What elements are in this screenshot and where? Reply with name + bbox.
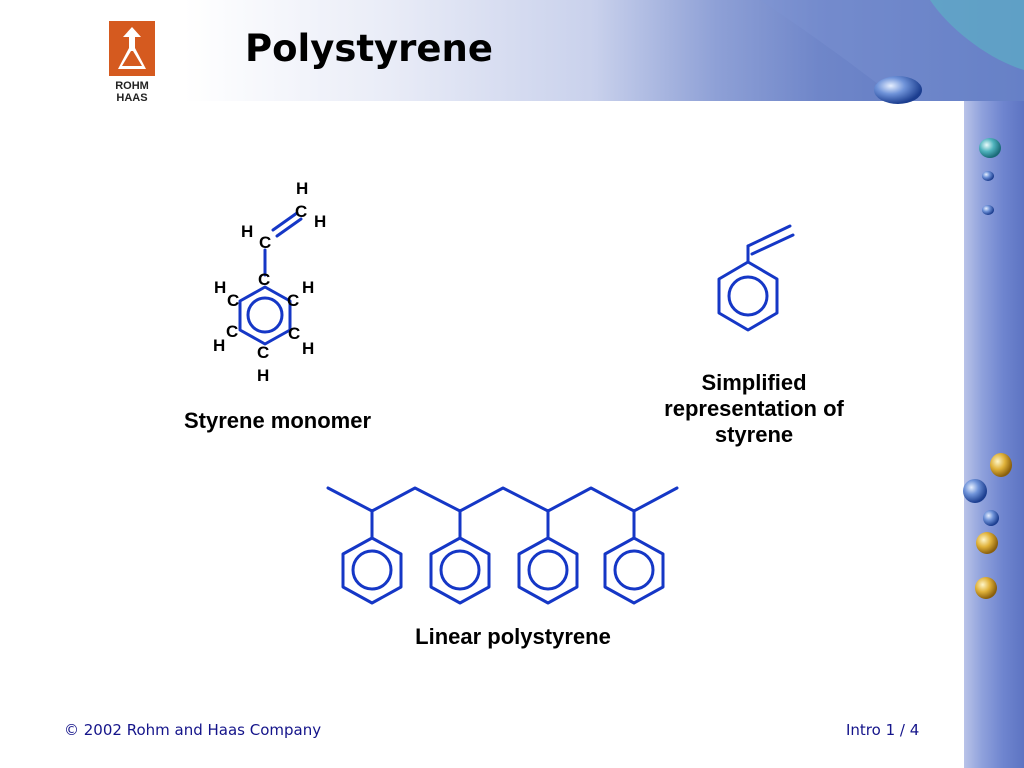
styrene-monomer-structure: H C H H C C H C C H C C H H C H [213, 179, 326, 385]
drop-icon [983, 510, 999, 526]
drop-icon [963, 479, 987, 503]
svg-text:C: C [258, 270, 270, 289]
drop-icon [982, 171, 994, 181]
svg-text:H: H [302, 339, 314, 358]
drop-icon [976, 532, 998, 554]
svg-text:H: H [257, 366, 269, 385]
svg-text:H: H [241, 222, 253, 241]
svg-text:H: H [296, 179, 308, 198]
footer-page-number: Intro 1 / 4 [846, 721, 920, 739]
content-panel [0, 101, 964, 768]
styrene-monomer-caption: Styrene monomer [183, 408, 372, 433]
footer-copyright: © 2002 Rohm and Haas Company [64, 721, 322, 739]
logo-text-rohm: ROHM [115, 80, 149, 92]
svg-text:C: C [287, 291, 299, 310]
benzene-ring [603, 536, 665, 605]
simplified-styrene-caption: Simplified representation of styrene [664, 370, 844, 447]
chemical-structures: H C H H C C H C C H C C H H C H [213, 179, 795, 605]
side-decoration-band [964, 101, 1024, 768]
svg-text:C: C [257, 343, 269, 362]
drop-icon [979, 138, 1001, 158]
svg-text:C: C [288, 324, 300, 343]
polystyrene-chain-structure [326, 486, 679, 605]
svg-text:H: H [213, 336, 225, 355]
benzene-ring [429, 536, 491, 605]
drop-icon [982, 205, 994, 215]
svg-text:C: C [226, 322, 238, 341]
svg-text:H: H [314, 212, 326, 231]
logo-text-haas: HAAS [116, 92, 147, 103]
drop-icon [874, 76, 922, 104]
header-band [0, 0, 1024, 101]
rohm-haas-logo: ROHM HAAS [109, 21, 155, 103]
svg-text:H: H [214, 278, 226, 297]
svg-text:H: H [302, 278, 314, 297]
svg-text:C: C [227, 291, 239, 310]
simplified-styrene-structure [717, 224, 795, 332]
benzene-ring [517, 536, 579, 605]
slide-title: Polystyrene [245, 27, 493, 70]
drop-icon [975, 577, 997, 599]
drop-icon [990, 453, 1012, 477]
benzene-ring [341, 536, 403, 605]
svg-text:C: C [259, 233, 271, 252]
svg-text:C: C [295, 202, 307, 221]
linear-polystyrene-caption: Linear polystyrene [415, 624, 611, 649]
